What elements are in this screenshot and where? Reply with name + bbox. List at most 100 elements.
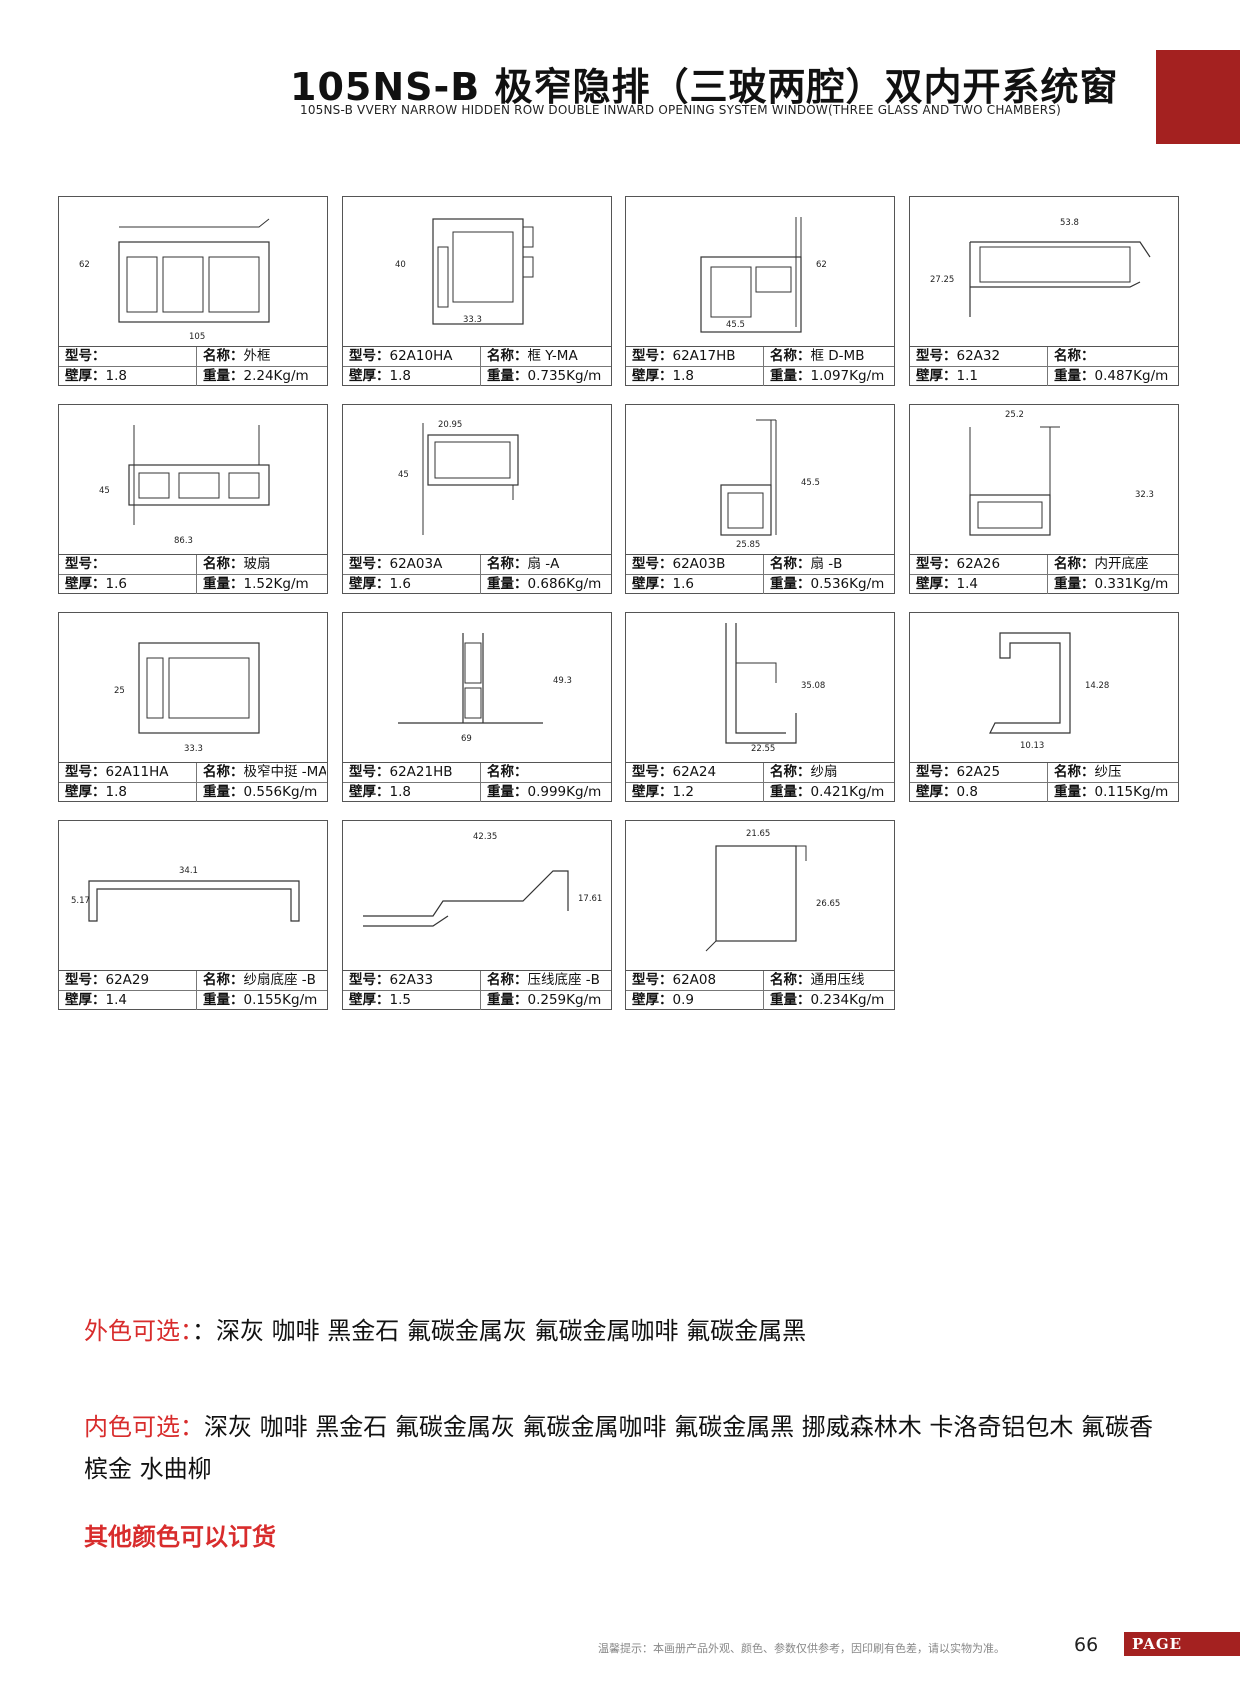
model-label: 型号： <box>65 972 106 988</box>
profile-drawing: 45.525.85 <box>720 419 820 550</box>
thickness-label: 壁厚： <box>632 368 673 384</box>
thickness-cell: 壁厚：1.2 <box>632 783 760 802</box>
model-value: 62A21HB <box>389 764 453 780</box>
inner-colors-values: 深灰 咖啡 黑金石 氟碳金属灰 氟碳金属咖啡 氟碳金属黑 挪威森林木 卡洛奇铝包… <box>84 1413 1154 1483</box>
name-label: 名称： <box>487 556 528 572</box>
weight-label: 重量： <box>203 576 244 592</box>
name-value: 框 D-MB <box>810 348 865 364</box>
thickness-label: 壁厚： <box>65 784 106 800</box>
model-label: 型号： <box>632 972 673 988</box>
thickness-label: 壁厚： <box>65 576 106 592</box>
weight-cell: 重量：0.115Kg/m <box>1047 783 1177 802</box>
weight-label: 重量： <box>203 368 244 384</box>
inner-colors-label: 内色可选： <box>84 1413 204 1441</box>
dimension-label: 45 <box>398 470 409 480</box>
model-cell: 型号：62A33 <box>349 971 477 990</box>
dimension-label: 62 <box>816 260 827 270</box>
name-cell: 名称：通用压线 <box>763 971 893 990</box>
thickness-value: 1.6 <box>105 576 127 592</box>
thickness-cell: 壁厚：1.6 <box>632 575 760 594</box>
weight-cell: 重量：0.259Kg/m <box>480 991 610 1010</box>
thickness-cell: 壁厚：1.8 <box>349 367 477 386</box>
name-label: 名称： <box>1054 764 1095 780</box>
corner-accent <box>1156 50 1240 144</box>
dimension-label: 40 <box>395 260 406 270</box>
name-value: 玻扇 <box>243 556 271 572</box>
thickness-value: 1.8 <box>105 784 127 800</box>
model-label: 型号： <box>632 556 673 572</box>
weight-value: 0.735Kg/m <box>527 368 602 384</box>
model-cell: 型号： <box>65 347 193 366</box>
thickness-label: 壁厚： <box>916 576 957 592</box>
weight-label: 重量： <box>1054 576 1095 592</box>
model-value: 62A25 <box>956 764 1001 780</box>
model-label: 型号： <box>349 972 390 988</box>
name-label: 名称： <box>203 556 244 572</box>
model-label: 型号： <box>916 556 957 572</box>
weight-label: 重量： <box>770 576 811 592</box>
name-value: 外框 <box>243 348 271 364</box>
weight-value: 1.52Kg/m <box>243 576 309 592</box>
model-cell: 型号：62A24 <box>632 763 760 782</box>
dimension-label: 62 <box>79 260 90 270</box>
name-value: 扇 -A <box>527 556 560 572</box>
dimension-label: 20.95 <box>438 420 462 430</box>
model-value: 62A17HB <box>672 348 736 364</box>
name-value: 框 Y-MA <box>527 348 578 364</box>
weight-label: 重量： <box>1054 784 1095 800</box>
thickness-value: 0.9 <box>672 992 694 1008</box>
thickness-label: 壁厚： <box>349 992 390 1008</box>
weight-cell: 重量：0.155Kg/m <box>196 991 326 1010</box>
model-value: 62A11HA <box>105 764 169 780</box>
thickness-value: 1.8 <box>389 368 411 384</box>
thickness-label: 壁厚： <box>65 992 106 1008</box>
name-label: 名称： <box>770 764 811 780</box>
outer-colors-values: ：深灰 咖啡 黑金石 氟碳金属灰 氟碳金属咖啡 氟碳金属黑 <box>192 1317 807 1345</box>
dimension-label: 86.3 <box>174 536 193 546</box>
name-label: 名称： <box>487 764 528 780</box>
model-cell: 型号：62A25 <box>916 763 1044 782</box>
page-title: 105NS-B 极窄隐排（三玻两腔）双内开系统窗 <box>290 65 1119 109</box>
profile-drawing: 53.827.25 <box>930 218 1151 317</box>
name-value: 纱扇底座 -B <box>243 972 316 988</box>
thickness-value: 1.2 <box>672 784 694 800</box>
name-label: 名称： <box>770 972 811 988</box>
name-value: 通用压线 <box>810 972 865 988</box>
name-cell: 名称： <box>1047 347 1177 366</box>
thickness-label: 壁厚： <box>632 992 673 1008</box>
name-label: 名称： <box>203 764 244 780</box>
dimension-label: 22.55 <box>751 744 775 754</box>
thickness-cell: 壁厚：1.5 <box>349 991 477 1010</box>
dimension-label: 35.08 <box>801 681 825 691</box>
weight-label: 重量： <box>203 992 244 1008</box>
model-cell: 型号：62A03B <box>632 555 760 574</box>
dimension-label: 27.25 <box>930 275 954 285</box>
thickness-cell: 壁厚：1.6 <box>65 575 193 594</box>
weight-label: 重量： <box>487 368 528 384</box>
name-cell: 名称：框 D-MB <box>763 347 893 366</box>
profile-drawing: 25.232.3 <box>969 410 1154 536</box>
weight-label: 重量： <box>1054 368 1095 384</box>
thickness-label: 壁厚： <box>632 784 673 800</box>
name-cell: 名称：框 Y-MA <box>480 347 610 366</box>
dimension-label: 45.5 <box>801 478 820 488</box>
name-cell: 名称：极窄中挺 -MA <box>196 763 326 782</box>
